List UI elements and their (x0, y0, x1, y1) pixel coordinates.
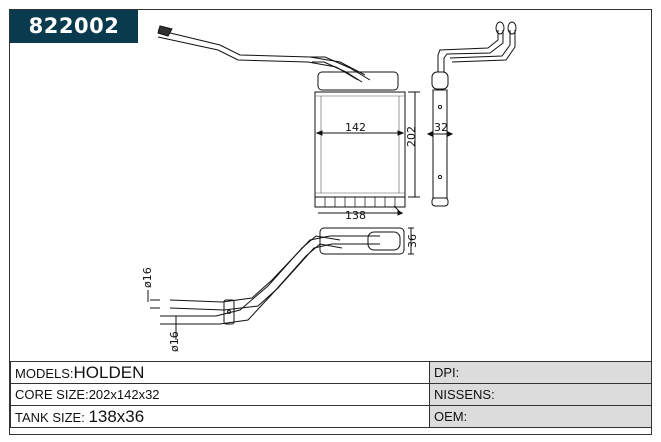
tank-size-value: 138x36 (88, 406, 145, 426)
nissens-cell: NISSENS: (429, 383, 652, 406)
tank-size-label: TANK SIZE: (15, 409, 89, 425)
bottom-tank-outline (314, 196, 406, 208)
heater-core-drawing: 142 202 32 138 36 ø16 ø16 (141, 21, 517, 352)
top-tank-outline (317, 71, 399, 91)
oem-cell: OEM: (429, 405, 652, 428)
core-size-value: 202x142x32 (88, 387, 160, 402)
spec-row-core-size: CORE SIZE:202x142x32 NISSENS: (10, 383, 652, 406)
core-outline (314, 91, 406, 198)
spec-table: MODELS:HOLDEN DPI: CORE SIZE:202x142x32 … (10, 361, 652, 428)
core-size-cell: CORE SIZE:202x142x32 (10, 383, 430, 406)
front-top-pipes (157, 25, 371, 83)
dim-label-202: 202 (405, 126, 418, 147)
dpi-label: DPI: (434, 365, 460, 380)
core-fins (315, 95, 405, 194)
dim-label-diameter-bottom: ø16 (168, 331, 181, 352)
bottom-pipes (147, 227, 414, 340)
dim-label-138: 138 (345, 209, 366, 222)
part-number-badge: 822002 (10, 10, 138, 43)
side-view (426, 21, 517, 207)
dim-label-142: 142 (345, 121, 366, 134)
tank-size-cell: TANK SIZE: 138x36 (10, 405, 430, 428)
oem-label: OEM: (434, 409, 468, 424)
models-value: HOLDEN (73, 362, 145, 382)
dim-label-36: 36 (406, 234, 419, 248)
core-size-label: CORE SIZE: (15, 387, 89, 402)
dpi-cell: DPI: (429, 361, 652, 384)
spec-row-models: MODELS:HOLDEN DPI: (10, 361, 652, 384)
nissens-label: NISSENS: (434, 387, 495, 402)
models-cell: MODELS:HOLDEN (10, 361, 430, 384)
dim-label-diameter-top: ø16 (141, 267, 154, 288)
spec-row-tank-size: TANK SIZE: 138x36 OEM: (10, 405, 652, 428)
models-label: MODELS: (15, 365, 74, 381)
dim-label-32: 32 (434, 121, 448, 134)
